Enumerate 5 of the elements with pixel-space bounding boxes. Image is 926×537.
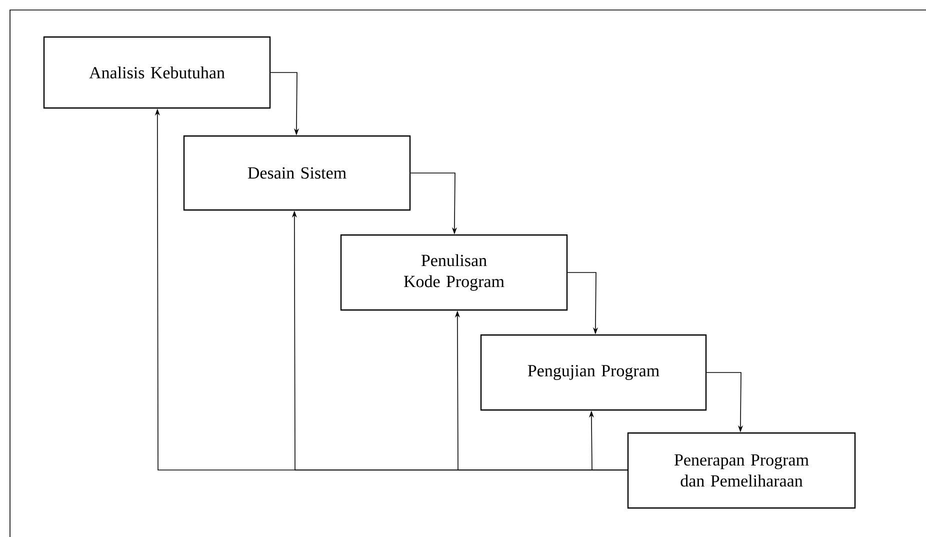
- process-box: Pengujian Program: [480, 334, 707, 411]
- process-box: Analisis Kebutuhan: [43, 36, 271, 109]
- process-box: Desain Sistem: [183, 135, 411, 211]
- process-box: Penerapan Program dan Pemeliharaan: [627, 432, 856, 509]
- process-box: Penulisan Kode Program: [340, 234, 568, 311]
